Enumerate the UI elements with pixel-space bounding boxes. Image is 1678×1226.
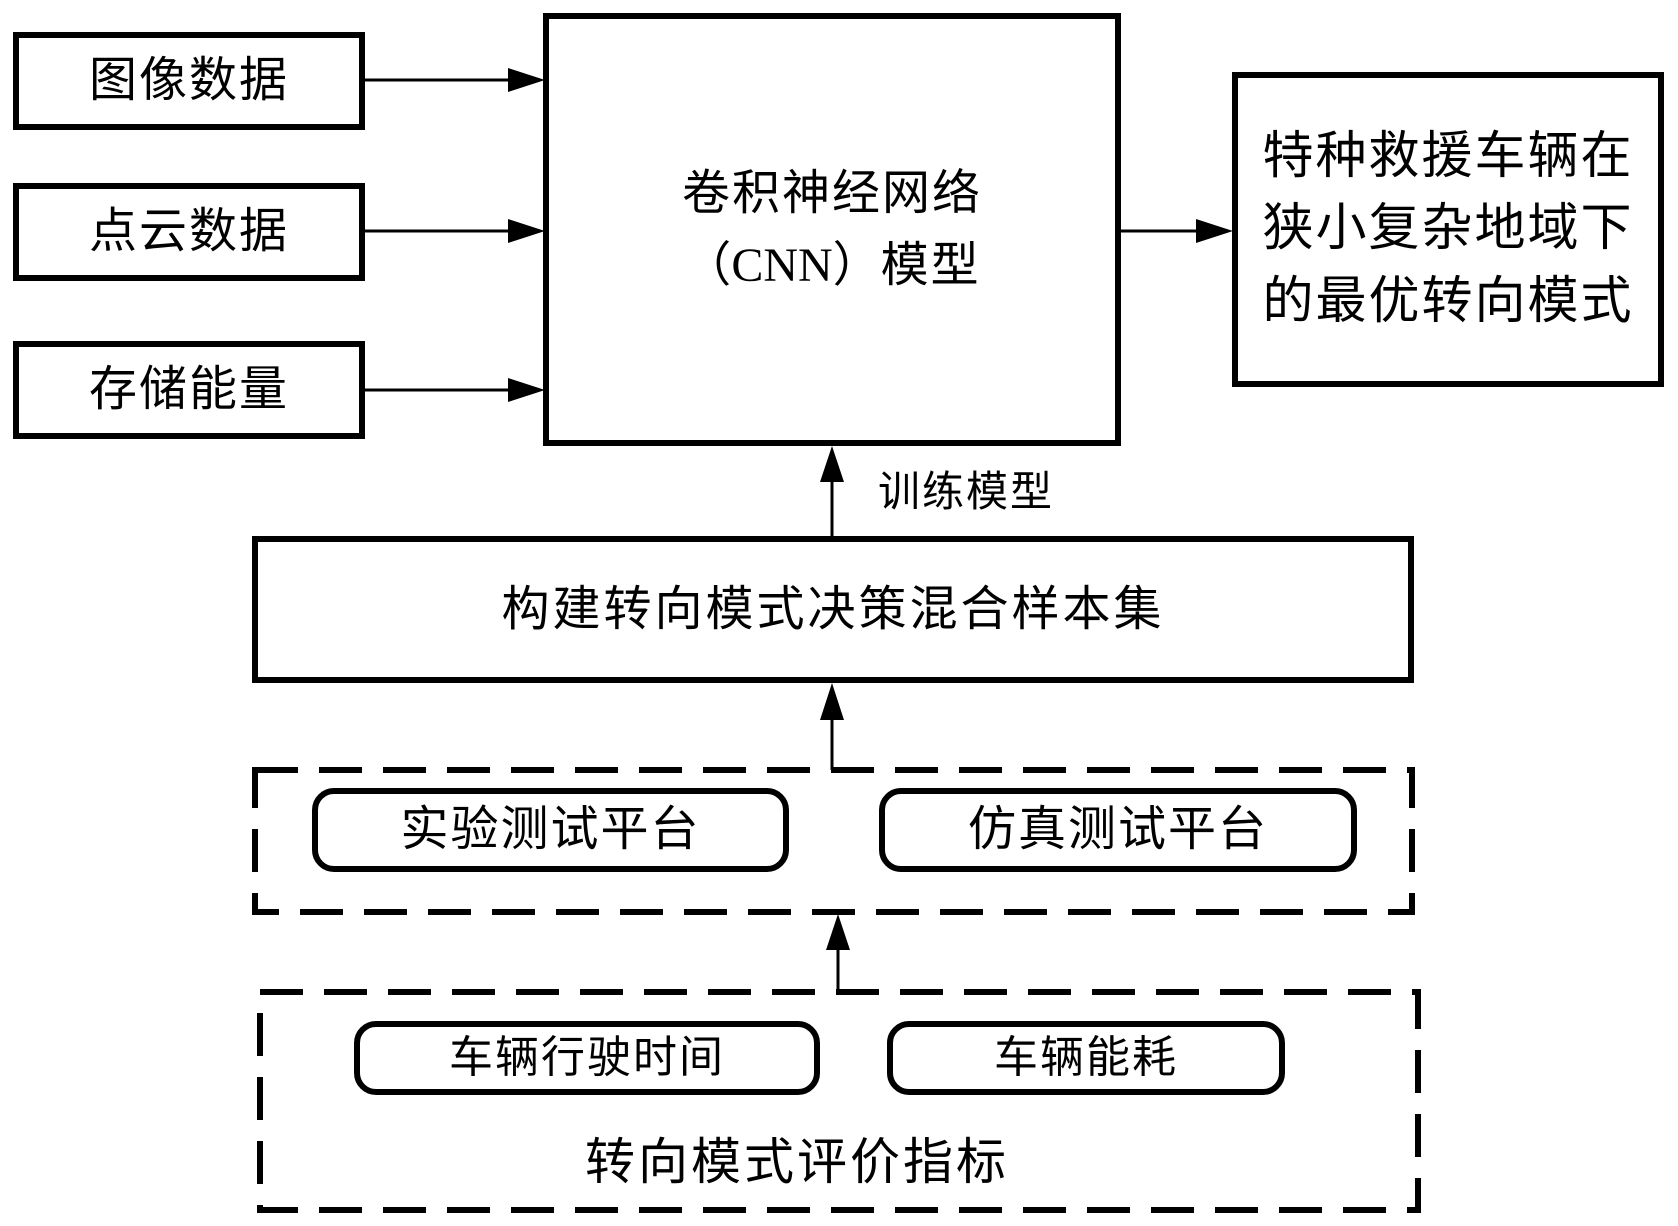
input-label: 图像数据 bbox=[88, 52, 289, 109]
output-text: 特种救援车辆在 狭小复杂地域下 的最优转向模式 bbox=[1262, 121, 1633, 338]
paren-open: （ bbox=[683, 237, 732, 293]
input-box-point-cloud-data: 点云数据 bbox=[13, 183, 365, 281]
metric-box-energy-consumption: 车辆能耗 bbox=[887, 1021, 1285, 1095]
output-line: 的最优转向模式 bbox=[1262, 271, 1634, 331]
metric-label: 车辆能耗 bbox=[994, 1031, 1178, 1083]
cnn-model-box: 卷积神经网络 （CNN）模型 bbox=[543, 13, 1121, 446]
metric-label: 车辆行驶时间 bbox=[449, 1031, 725, 1083]
output-box-optimal-steering-mode: 特种救援车辆在 狭小复杂地域下 的最优转向模式 bbox=[1232, 72, 1664, 387]
cnn-model-title-line1: 卷积神经网络 bbox=[681, 165, 982, 221]
cnn-model-title-line2: （CNN）模型 bbox=[683, 229, 980, 302]
arrow-pointcloud-to-cnn bbox=[365, 219, 545, 243]
platform-label: 实验测试平台 bbox=[400, 801, 701, 858]
arrow-platforms-to-sampleset bbox=[820, 683, 844, 770]
evaluation-metrics-title: 转向模式评价指标 bbox=[585, 1133, 1009, 1191]
arrow-image-to-cnn bbox=[365, 68, 545, 92]
output-line: 特种救援车辆在 bbox=[1262, 126, 1634, 186]
cnn-abbreviation: CNN bbox=[731, 239, 833, 292]
arrow-sampleset-to-cnn bbox=[820, 446, 844, 536]
paren-close: ） bbox=[832, 237, 881, 293]
model-suffix: 模型 bbox=[880, 237, 981, 293]
metric-box-driving-time: 车辆行驶时间 bbox=[354, 1021, 820, 1095]
platform-box-experimental: 实验测试平台 bbox=[312, 788, 789, 872]
input-label: 点云数据 bbox=[88, 203, 289, 260]
platform-box-simulation: 仿真测试平台 bbox=[879, 788, 1357, 872]
input-box-stored-energy: 存储能量 bbox=[13, 341, 365, 439]
sample-set-box: 构建转向模式决策混合样本集 bbox=[252, 536, 1414, 683]
input-box-image-data: 图像数据 bbox=[13, 32, 365, 130]
sample-set-label: 构建转向模式决策混合样本集 bbox=[501, 580, 1165, 637]
platform-label: 仿真测试平台 bbox=[967, 801, 1268, 858]
arrow-evaluation-to-platforms bbox=[826, 914, 850, 992]
arrow-cnn-to-output bbox=[1121, 219, 1233, 243]
arrow-energy-to-cnn bbox=[365, 378, 545, 402]
input-label: 存储能量 bbox=[88, 361, 289, 418]
train-model-edge-label: 训练模型 bbox=[878, 467, 1055, 516]
output-line: 狭小复杂地域下 bbox=[1262, 199, 1634, 259]
